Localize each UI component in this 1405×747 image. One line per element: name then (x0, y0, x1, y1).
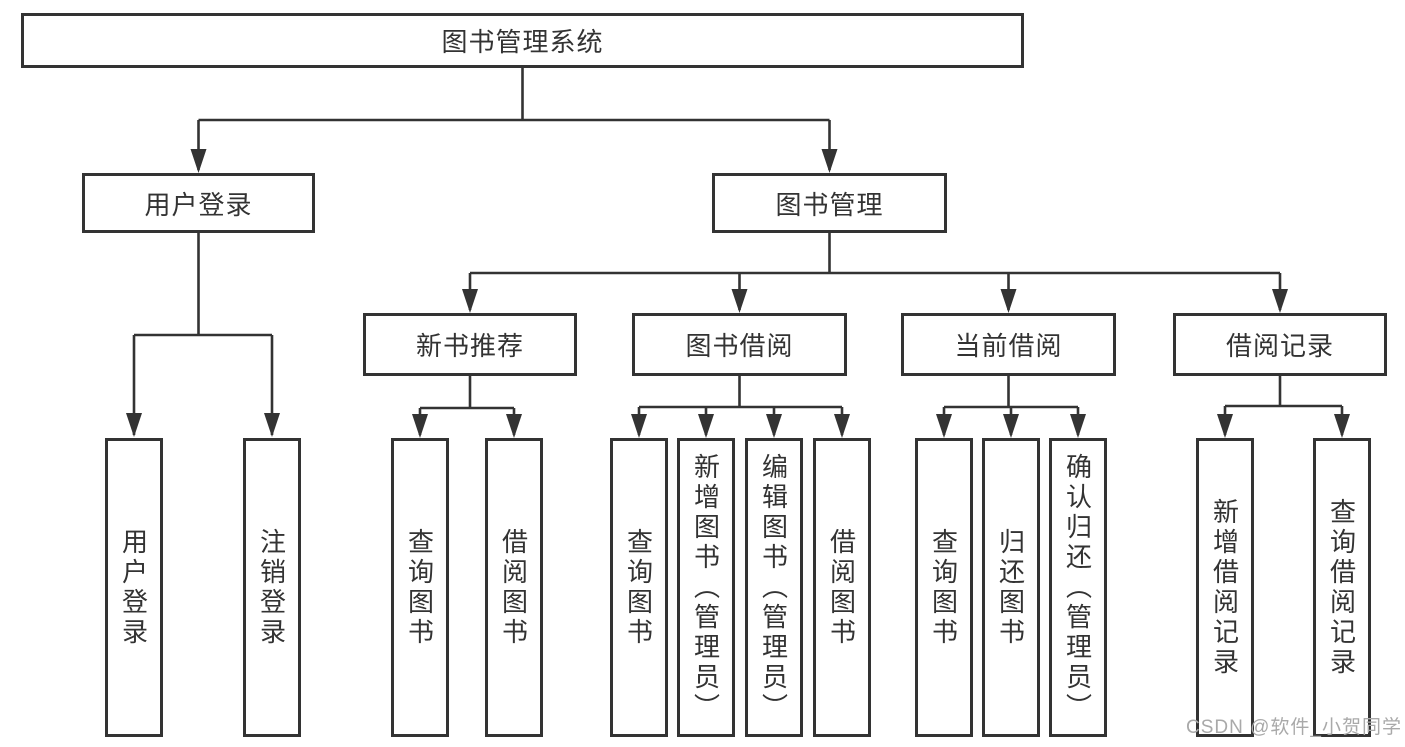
leaf-query-books-recommend: 查询图书 (391, 438, 449, 737)
watermark: CSDN @软件_小贺同学 (1186, 717, 1402, 738)
node-new-book-recommendation: 新书推荐 (363, 313, 577, 376)
leaf-query-books-borrowing: 查询图书 (610, 438, 668, 737)
node-label: 查询图书 (623, 527, 654, 648)
leaf-borrow-books-recommend: 借阅图书 (485, 438, 543, 737)
node-user-login: 用户登录 (82, 173, 315, 233)
node-book-management: 图书管理 (712, 173, 947, 233)
node-label: 借阅图书 (826, 527, 857, 648)
node-label: 新增借阅记录 (1209, 497, 1240, 678)
node-label: 确认归还（管理员） (1062, 452, 1093, 723)
node-label: 借阅记录 (1225, 331, 1334, 361)
node-borrowing-records: 借阅记录 (1173, 313, 1387, 376)
node-book-borrowing: 图书借阅 (632, 313, 847, 376)
leaf-confirm-return-admin: 确认归还（管理员） (1049, 438, 1107, 737)
leaf-user-login: 用户登录 (105, 438, 163, 737)
node-label: 图书管理系统 (441, 27, 604, 57)
node-label: 当前借阅 (954, 331, 1063, 361)
node-root-system: 图书管理系统 (21, 13, 1024, 68)
tree-edges (132, 68, 1344, 435)
node-label: 图书管理 (775, 189, 884, 220)
node-label: 查询借阅记录 (1326, 497, 1357, 678)
node-label: 借阅图书 (498, 527, 529, 648)
leaf-add-books-admin: 新增图书（管理员） (677, 438, 735, 737)
node-label: 归还图书 (995, 527, 1026, 648)
leaf-borrow-books-borrowing: 借阅图书 (813, 438, 871, 737)
leaf-add-borrow-record: 新增借阅记录 (1196, 438, 1254, 737)
leaf-edit-books-admin: 编辑图书（管理员） (745, 438, 803, 737)
node-label: 查询图书 (928, 527, 959, 648)
leaf-return-books: 归还图书 (982, 438, 1040, 737)
node-label: 注销登录 (256, 527, 287, 648)
leaf-query-borrow-record: 查询借阅记录 (1313, 438, 1371, 737)
node-label: 用户登录 (118, 527, 149, 648)
node-label: 新书推荐 (415, 331, 524, 361)
node-label: 查询图书 (404, 527, 435, 648)
arrowheads (126, 149, 1350, 438)
node-current-borrowing: 当前借阅 (901, 313, 1116, 376)
node-label: 图书借阅 (685, 331, 794, 361)
leaf-logout: 注销登录 (243, 438, 301, 737)
node-label: 用户登录 (144, 189, 253, 220)
node-label: 新增图书（管理员） (690, 452, 721, 723)
leaf-query-books-current: 查询图书 (915, 438, 973, 737)
node-label: 编辑图书（管理员） (758, 452, 789, 723)
